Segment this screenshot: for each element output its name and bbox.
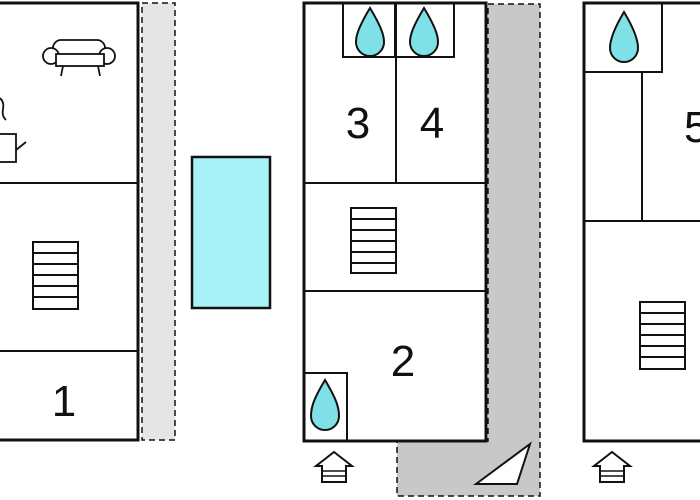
terrace-strip-left: [141, 2, 176, 441]
shower-box: [303, 372, 348, 442]
water-drop-icon: [408, 6, 440, 57]
water-drop-icon: [309, 378, 341, 431]
room-number-2: 2: [391, 337, 415, 386]
stairs-icon: [32, 241, 79, 310]
room-number-1: 1: [52, 377, 76, 426]
floor-left-outline: [0, 1, 140, 442]
sofa-icon: [42, 39, 116, 77]
stairs-icon: [350, 207, 397, 274]
room-number-4: 4: [420, 99, 444, 148]
stairs-icon: [639, 301, 686, 370]
water-drop-icon: [608, 10, 640, 63]
floor-middle: 3 4 2: [302, 1, 541, 497]
pool: [190, 155, 272, 310]
entrance-arrow-icon: [591, 450, 633, 483]
water-drop-icon: [354, 6, 386, 57]
compass-icon: [472, 441, 532, 485]
entrance-arrow-icon: [313, 450, 355, 483]
room-number-5: 5: [684, 103, 700, 152]
bathroom-box-4: [395, 2, 455, 58]
bathroom-box-right: [583, 2, 663, 73]
floor-right: 5: [582, 1, 700, 483]
floor-left: 1: [0, 1, 176, 442]
terrace-l-shape: [396, 3, 541, 497]
room-number-3: 3: [346, 99, 370, 148]
kettle-icon: [0, 97, 27, 163]
